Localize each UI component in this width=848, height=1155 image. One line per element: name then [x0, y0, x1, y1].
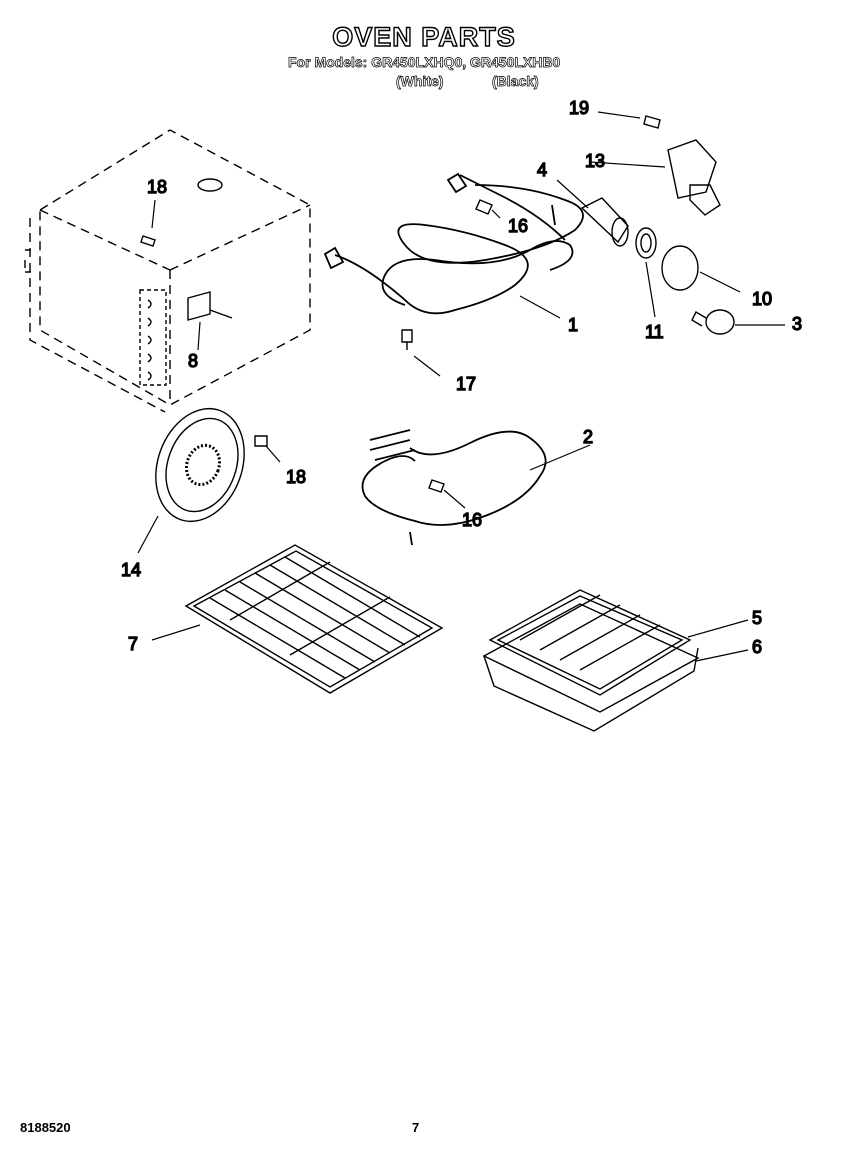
- document-number: 8188520: [20, 1120, 71, 1135]
- oven-cavity-side-slots: [24, 178, 223, 386]
- screw-16-top: [475, 199, 493, 215]
- callout-16-top: 16: [508, 216, 528, 236]
- callout-13: 13: [585, 151, 605, 171]
- callout-6: 6: [752, 637, 762, 657]
- callout-4: 4: [537, 160, 547, 180]
- broil-element: [323, 172, 584, 315]
- screw-18-top: [140, 235, 156, 247]
- page-title: OVEN PARTS: [332, 21, 516, 52]
- oven-cavity: [29, 129, 311, 413]
- page-number: 7: [412, 1120, 420, 1135]
- color-white-label: (White): [396, 73, 444, 90]
- broiler-pan: [482, 603, 700, 732]
- broiler-pan-grid: [488, 589, 692, 696]
- bracket-8: [187, 291, 233, 321]
- callout-11: 11: [645, 322, 664, 342]
- models-line: For Models: GR450LXHQ0, GR450LXHB0: [288, 54, 561, 71]
- callout-18-top: 18: [147, 177, 167, 197]
- light-socket: [580, 197, 629, 247]
- callout-5: 5: [752, 608, 762, 628]
- callout-2: 2: [583, 427, 593, 447]
- convection-motor: [667, 139, 721, 216]
- callout-17: 17: [456, 374, 476, 394]
- callout-3: 3: [792, 314, 802, 334]
- fan-cover: [155, 407, 245, 523]
- callout-8: 8: [188, 351, 198, 371]
- bake-element: [361, 429, 547, 546]
- screw-17: [401, 329, 413, 350]
- callout-16-bake: 16: [462, 510, 482, 530]
- oven-rack: [184, 544, 444, 694]
- gasket: [635, 227, 657, 259]
- screw-19: [643, 115, 661, 129]
- light-lens: [661, 245, 699, 291]
- screw-16-bake: [428, 479, 445, 493]
- screw-18-fan: [254, 435, 268, 447]
- leader-lines: [137, 111, 785, 662]
- callout-10: 10: [752, 289, 772, 309]
- color-black-label: (Black): [492, 73, 539, 90]
- callout-14: 14: [121, 560, 141, 580]
- callout-18-fan: 18: [286, 467, 306, 487]
- callout-19: 19: [569, 98, 589, 118]
- light-bulb: [691, 309, 735, 335]
- callout-7: 7: [128, 634, 138, 654]
- callout-1: 1: [568, 315, 578, 335]
